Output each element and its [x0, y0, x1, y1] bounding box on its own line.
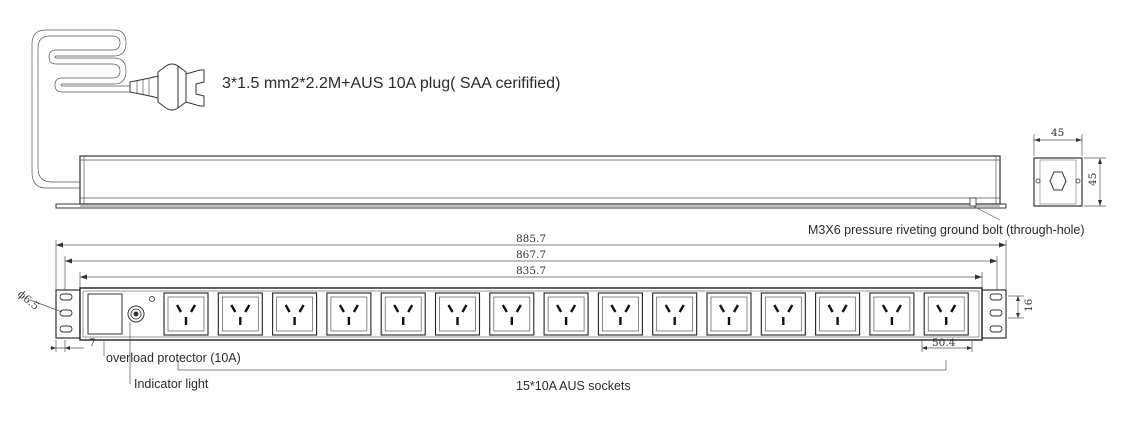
- overload-protector: [87, 293, 123, 335]
- ground-bolt: [969, 197, 977, 207]
- end-height-dim: 45: [1087, 173, 1099, 186]
- mounting-holes-left: [59, 293, 73, 333]
- aus-socket: [326, 292, 372, 336]
- aus-socket: [217, 292, 263, 336]
- overall-length-dim: 885.7: [516, 233, 546, 245]
- aus-plug: [129, 63, 205, 111]
- socket-pitch-dim: 50.4: [932, 337, 956, 349]
- aus-socket: [163, 292, 209, 336]
- hole-pitch-dim: 867.7: [516, 249, 546, 261]
- callout-leaders: [103, 322, 947, 384]
- overload-protector-label: overload protector (10A): [106, 351, 241, 365]
- aus-socket: [652, 292, 698, 336]
- cable-spec-label: 3*1.5 mm2*2.2M+AUS 10A plug( SAA cerifif…: [222, 75, 560, 92]
- pdu-end-view: [1033, 134, 1106, 207]
- aus-socket: [869, 292, 915, 336]
- aus-socket: [272, 292, 318, 336]
- aus-socket: [489, 292, 535, 336]
- indicator-light-label: Indicator light: [134, 377, 209, 391]
- front-dimensions: [29, 295, 1024, 352]
- socket-row: [163, 292, 969, 336]
- edge-offset-dim: 7: [89, 337, 96, 349]
- indicator-light: [127, 296, 155, 323]
- end-width-dim: 45: [1051, 127, 1064, 139]
- aus-socket: [434, 292, 481, 336]
- aus-socket: [760, 292, 806, 336]
- aus-socket: [706, 292, 752, 336]
- mounting-holes-right: [989, 293, 1003, 333]
- power-cord: [31, 29, 130, 189]
- body-length-dim: 835.7: [516, 265, 546, 277]
- aus-socket: [923, 292, 969, 336]
- ground-bolt-label: M3X6 pressure riveting ground bolt (thro…: [808, 223, 1085, 237]
- height-dim: 16: [1023, 298, 1035, 312]
- sockets-label: 15*10A AUS sockets: [516, 379, 631, 393]
- aus-socket: [815, 292, 861, 336]
- pdu-front-view: [55, 287, 1007, 341]
- aus-socket: [597, 292, 643, 336]
- hole-diameter-dim: ϕ6.5: [15, 288, 41, 313]
- dimension-lines: [55, 240, 1007, 300]
- aus-socket: [380, 292, 426, 336]
- pdu-side-view: [55, 155, 1007, 221]
- aus-socket: [543, 292, 589, 336]
